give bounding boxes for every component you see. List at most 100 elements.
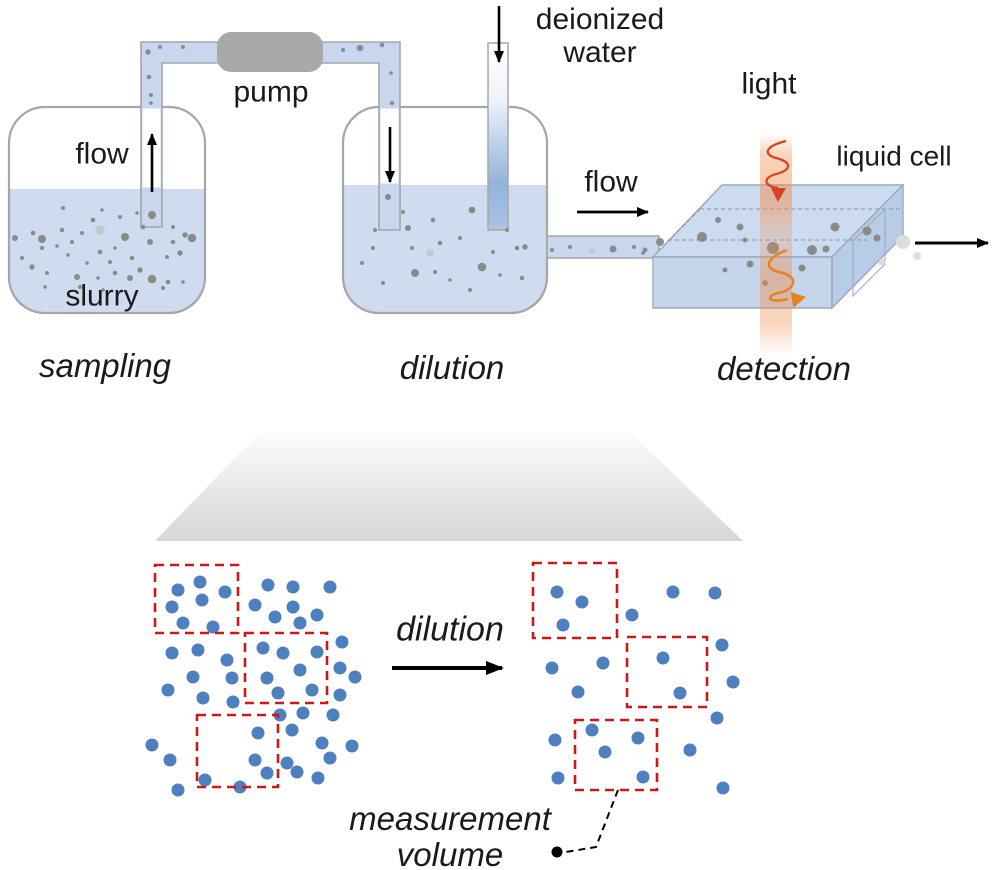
particle-dot <box>335 635 349 649</box>
particle-dot <box>148 211 156 219</box>
particle-dot <box>112 270 118 276</box>
particle-dot <box>548 733 562 747</box>
particle-dot <box>360 261 364 265</box>
particle-dot <box>30 230 36 236</box>
particle-dot <box>12 235 18 241</box>
particle-dot <box>666 585 680 599</box>
particle-dot <box>896 235 910 249</box>
particle-dot <box>248 753 262 767</box>
particle-dot <box>575 595 589 609</box>
diluted-particle-dots <box>545 585 740 795</box>
particle-dot <box>468 288 472 292</box>
particle-dot <box>286 580 300 594</box>
particle-dot <box>411 269 419 277</box>
particle-dot <box>90 217 96 223</box>
particle-dot <box>736 223 744 231</box>
particle-dot <box>379 42 385 48</box>
particle-dot <box>55 244 59 248</box>
particle-dot <box>96 276 100 280</box>
particle-dot <box>182 232 188 238</box>
particle-dot <box>642 247 648 253</box>
particle-dot <box>389 71 393 75</box>
particle-dot <box>491 250 495 254</box>
measurement-volume-boxes-right <box>531 561 709 792</box>
particle-dot <box>177 250 183 256</box>
particle-dot <box>293 663 307 677</box>
particle-dot <box>656 651 670 665</box>
measurement-volume-boxes-left <box>153 563 329 789</box>
particle-dot <box>632 245 636 249</box>
particle-dot <box>145 738 159 752</box>
particle-dot <box>187 233 197 243</box>
measurement-volume-line2: volume <box>396 836 504 870</box>
particle-dot <box>260 671 274 685</box>
particle-dot <box>193 575 207 589</box>
particle-dot <box>206 620 220 634</box>
particle-dot <box>113 246 117 250</box>
particle-dot <box>498 273 502 277</box>
particle-dot <box>280 756 294 770</box>
particle-dot <box>268 610 282 624</box>
particle-dot <box>798 264 806 272</box>
particle-dot <box>522 244 528 250</box>
particle-dot <box>305 683 319 697</box>
dilution-arrow-label: dilution <box>396 610 504 649</box>
particle-dot <box>220 653 234 667</box>
channel-left-dashed-line <box>665 208 701 244</box>
particle-dot <box>286 600 300 614</box>
pipe-particles <box>145 42 394 219</box>
particle-dot <box>673 686 687 700</box>
particle-dot <box>38 235 46 243</box>
particle-dot <box>74 274 80 280</box>
measurement-volume-box <box>531 561 619 640</box>
particle-dot <box>913 252 921 260</box>
particle-dot <box>437 240 443 246</box>
light-label: light <box>741 67 797 101</box>
particle-dot <box>401 210 405 214</box>
particle-dot <box>218 585 232 599</box>
particle-dot <box>85 261 89 265</box>
particle-dot <box>345 739 359 753</box>
channel-exit-outline <box>852 207 886 298</box>
particle-dot <box>165 279 171 285</box>
particle-dot <box>568 245 572 249</box>
sampling-tank-outline <box>7 105 207 315</box>
particle-dot <box>195 593 209 607</box>
particle-dot <box>198 773 212 787</box>
flow-label-sampling: flow <box>75 137 129 171</box>
particle-dot <box>118 215 122 219</box>
particle-dot <box>430 217 436 223</box>
particle-dot <box>631 731 645 745</box>
stage-label-detection: detection <box>717 349 851 387</box>
stage-label-dilution: dilution <box>399 348 505 386</box>
particle-dot <box>135 211 139 215</box>
stage-label-sampling: sampling <box>38 346 172 384</box>
particle-dot <box>196 691 210 705</box>
particle-dot <box>271 686 285 700</box>
deionized-water-tube <box>487 42 509 231</box>
particle-dot <box>95 225 105 235</box>
particle-dot <box>410 246 414 250</box>
liquid-cell-front-face <box>652 256 833 309</box>
dilution-tank-outline <box>341 105 549 315</box>
particle-dot <box>315 736 329 750</box>
particle-dot <box>405 225 411 231</box>
pump-body <box>217 32 323 72</box>
particle-dot <box>285 723 299 737</box>
particle-dot <box>170 239 176 245</box>
liquid-cell-particles <box>642 217 881 286</box>
measurement-volume-box <box>625 635 709 709</box>
particle-dot <box>822 245 830 253</box>
callout-anchor-dot <box>551 846 563 858</box>
particle-dot <box>251 726 265 740</box>
particle-dot <box>191 643 205 657</box>
particle-dot <box>163 753 177 767</box>
outlet-pipe-particles <box>550 245 645 255</box>
particle-dot <box>248 598 262 612</box>
particle-dot <box>147 274 157 284</box>
particle-dot <box>121 233 129 241</box>
deionized-water-line1: deionized <box>535 3 665 36</box>
particle-dot <box>505 228 509 232</box>
particle-dot <box>61 206 65 210</box>
